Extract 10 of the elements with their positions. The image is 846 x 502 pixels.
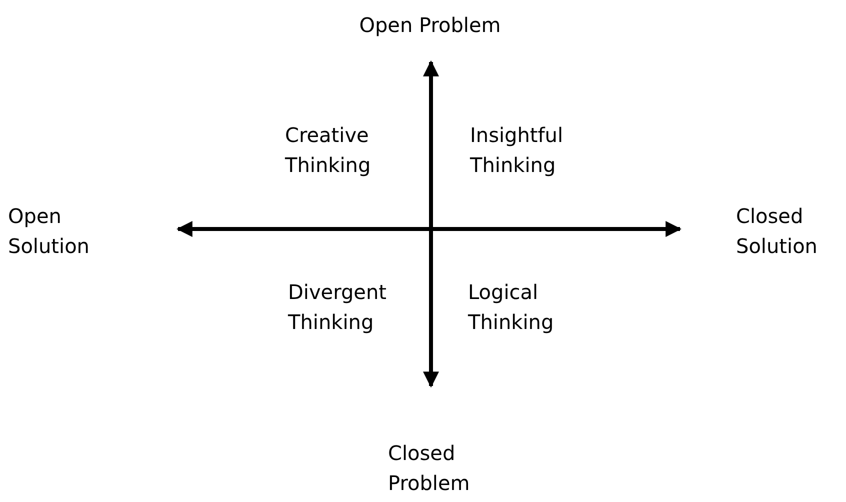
quadrant-label: Creative Thinking — [285, 122, 372, 179]
axis-label: Open Problem — [358, 12, 502, 39]
quadrant-label: Divergent Thinking — [288, 279, 388, 336]
axis-label: Open Solution — [8, 203, 90, 260]
double-headed-arrow — [423, 60, 439, 388]
quadrant-label: Logical Thinking — [468, 279, 555, 336]
quadrant-label: Insightful Thinking — [470, 122, 564, 179]
axis-label: Closed Problem — [388, 440, 471, 497]
double-headed-arrow — [176, 221, 682, 237]
axis-label: Closed Solution — [736, 203, 818, 260]
